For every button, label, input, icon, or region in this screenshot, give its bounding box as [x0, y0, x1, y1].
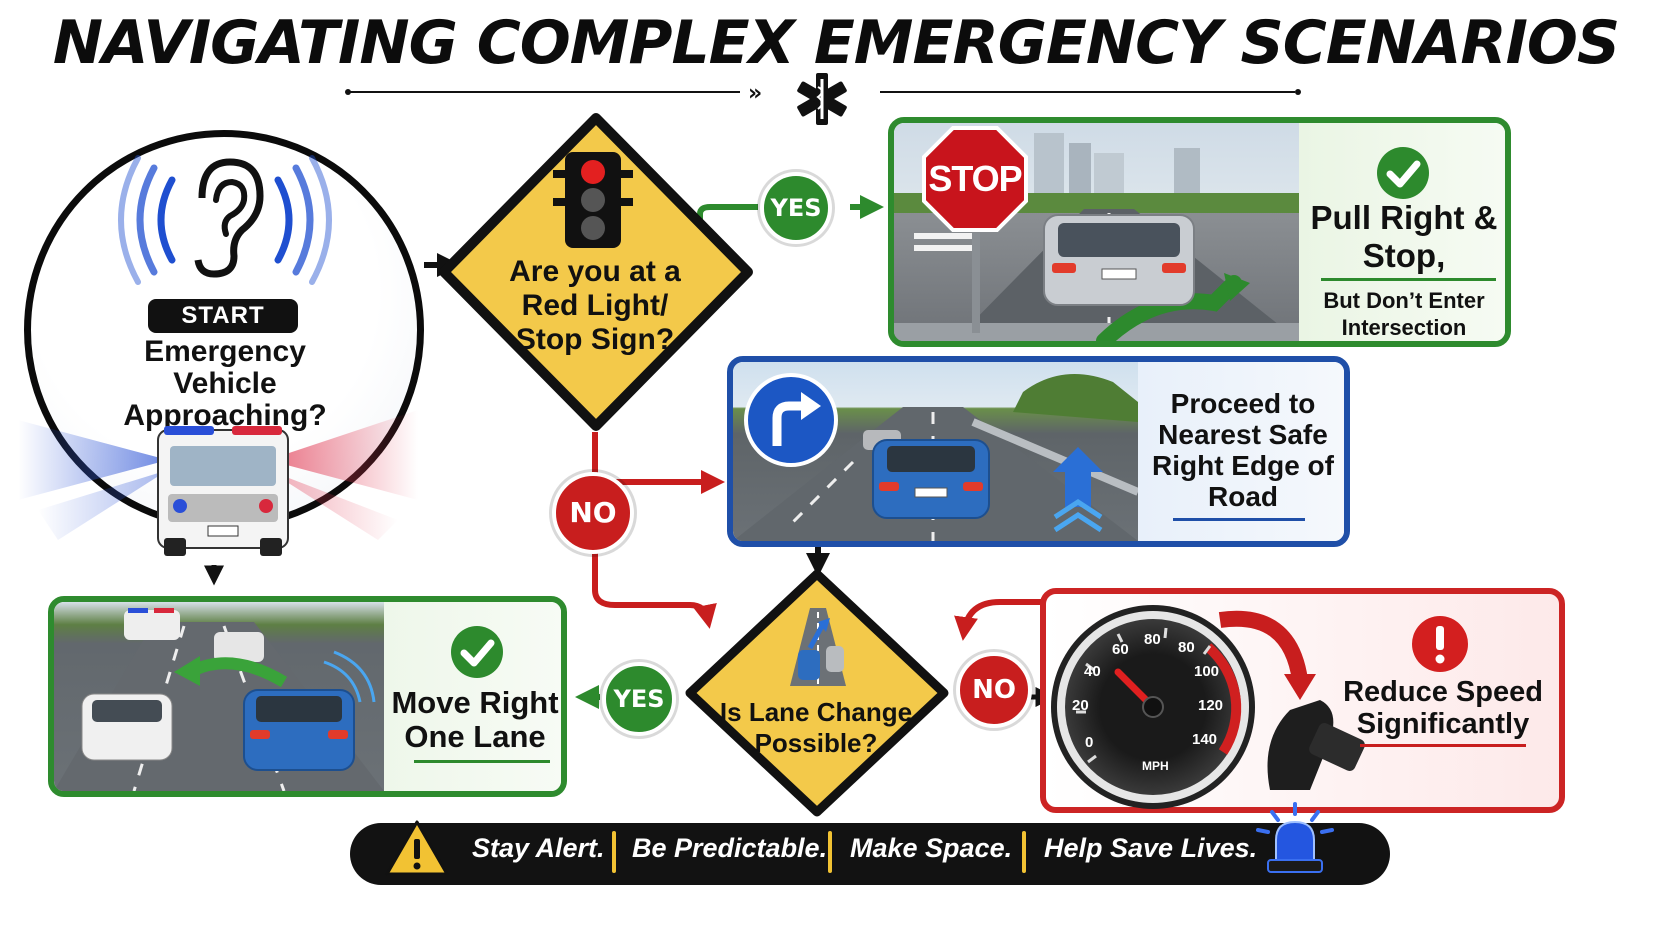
exclamation-icon: [1412, 616, 1468, 672]
footer-message-4: Help Save Lives.: [1044, 833, 1258, 863]
gauge-tick: 0: [1085, 734, 1093, 751]
turn-right-sign-icon: [744, 373, 838, 467]
decision-1-yes-badge: YES: [760, 172, 832, 244]
lane-change-icon: [790, 608, 846, 686]
outcome-proceed-underline: [1173, 518, 1305, 521]
start-question: Emergency Vehicle Approaching?: [123, 335, 327, 432]
decision-red-light-question: Are you at a Red Light/ Stop Sign?: [509, 255, 681, 356]
footer-separator: [828, 831, 832, 873]
decision-2-no-badge: NO: [956, 652, 1032, 728]
footer-banner: Stay Alert. Be Predictable. Make Space. …: [350, 820, 1390, 885]
footer-separator: [1022, 831, 1026, 873]
footer-message-2: Be Predictable.: [632, 833, 828, 863]
outcome-reduce-text: Reduce Speed Significantly: [1343, 676, 1543, 740]
gauge-tick: 20: [1072, 697, 1089, 714]
stop-sign-icon: [922, 126, 1028, 232]
outcome-move-underline: [414, 760, 550, 763]
outcome-reduce-underline: [1360, 744, 1526, 747]
outcome-move-right-panel: Move Right One Lane: [48, 596, 567, 797]
start-badge: START: [148, 299, 298, 333]
stop-sign-text: STOP: [928, 158, 1022, 199]
gauge-tick: 140: [1192, 731, 1217, 748]
title-divider: »: [345, 81, 1301, 106]
decision-1-no-badge: NO: [552, 472, 634, 554]
gauge-tick: 60: [1112, 641, 1129, 658]
traffic-light-icon: [553, 152, 633, 248]
star-of-life-icon: [797, 73, 847, 125]
ambulance-illustration: [18, 410, 418, 556]
outcome-proceed-text: Proceed to Nearest Safe Right Edge of Ro…: [1152, 388, 1334, 512]
gauge-tick: 120: [1198, 697, 1223, 714]
emergency-beacon-icon: [1256, 802, 1334, 873]
footer-message-1: Stay Alert.: [472, 833, 605, 863]
brake-pedal-illustration: [1218, 610, 1365, 790]
outcome-stop-title: Pull Right & Stop,: [1310, 199, 1498, 274]
svg-text:»: »: [748, 81, 762, 106]
decision-red-light-diamond: [439, 113, 753, 431]
checkmark-icon: [1377, 147, 1429, 199]
page-title: NAVIGATING COMPLEX EMERGENCY SCENARIOS: [52, 8, 1620, 78]
multi-lane-scene: [54, 602, 384, 791]
outcome-move-text: Move Right One Lane: [391, 685, 559, 754]
warning-triangle-icon: [385, 820, 449, 876]
decision-lane-change-question: Is Lane Change Possible?: [719, 697, 913, 758]
ear-sound-icon: [118, 155, 332, 285]
intersection-scene: [894, 123, 1299, 341]
gauge-tick: 40: [1084, 663, 1101, 680]
proceed-label-area: [1138, 362, 1344, 541]
gauge-tick: 80: [1144, 631, 1161, 648]
decision-lane-change-diamond: [685, 569, 949, 817]
gauge-tick: 80: [1178, 639, 1195, 656]
footer-message-3: Make Space.: [850, 833, 1013, 863]
checkmark-icon: [451, 626, 503, 678]
decision-2-yes-badge: YES: [602, 662, 676, 736]
gauge-tick: 100: [1194, 663, 1219, 680]
outcome-stop-underline: [1321, 278, 1496, 281]
speedometer-gauge: 0 20 40 60 80 80 100 120 140 MPH: [1051, 605, 1255, 809]
gauge-unit: MPH: [1142, 759, 1169, 773]
outcome-stop-subtitle: But Don’t Enter Intersection: [1323, 288, 1485, 340]
outcome-proceed-right-edge-panel: Proceed to Nearest Safe Right Edge of Ro…: [727, 356, 1350, 547]
outcome-pull-right-stop-panel: STOP Pull Right & Stop, But Don’t Enter …: [888, 117, 1511, 347]
footer-separator: [612, 831, 616, 873]
